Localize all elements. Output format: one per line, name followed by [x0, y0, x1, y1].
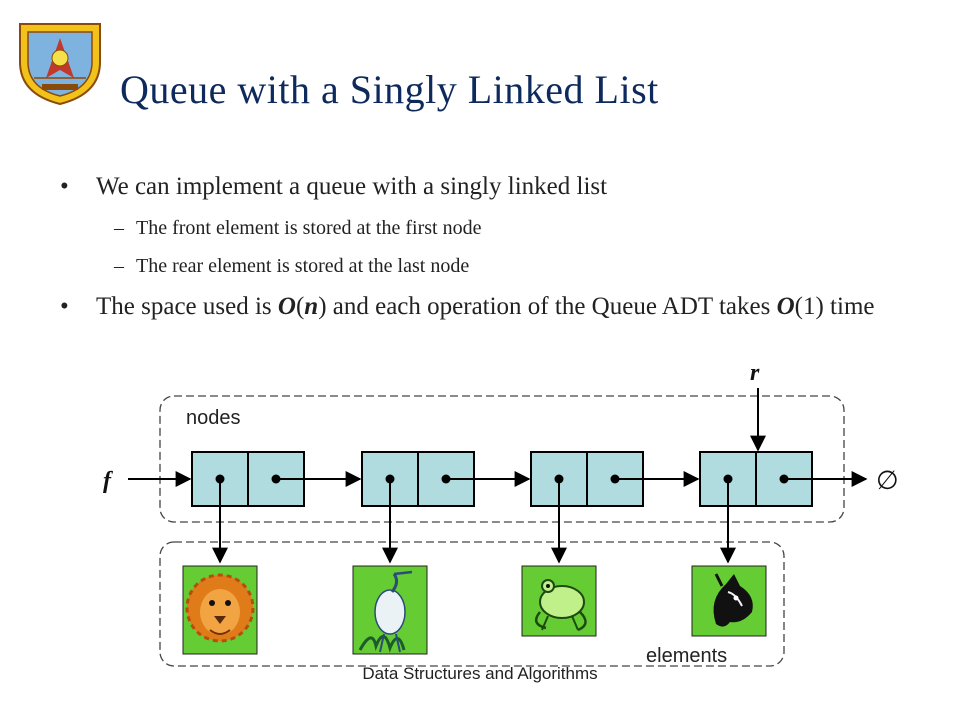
elements-container [159, 541, 785, 667]
sub-bullet-text: The rear element is stored at the last n… [136, 255, 470, 277]
footer-text: Data Structures and Algorithms [362, 664, 598, 683]
big-o-symbol: O [277, 293, 296, 320]
slide-title: Queue with a Singly Linked List [120, 67, 659, 112]
institute-logo-icon [19, 23, 101, 106]
frog-icon [521, 565, 597, 637]
bullet-item: We can implement a queue with a singly l… [60, 172, 910, 202]
bullet-list: We can implement a queue with a singly l… [60, 172, 910, 336]
lion-icon [182, 565, 258, 655]
nodes-container [159, 395, 845, 523]
bullet-text-part: The space used is [96, 293, 278, 320]
paren: ( [295, 293, 305, 320]
bullet-item: The space used is O(n) and each operatio… [60, 292, 910, 322]
n-symbol: n [304, 293, 319, 320]
sub-bullet-item: – The front element is stored at the fir… [60, 216, 910, 240]
bullet-text-part: and each operation of the Queue ADT take… [326, 293, 777, 320]
front-pointer-label: f [103, 468, 113, 494]
paren: ) [318, 293, 327, 320]
heron-icon [352, 565, 428, 655]
rear-pointer-label: r [750, 360, 760, 386]
null-symbol: ∅ [876, 466, 899, 496]
bullet-text: We can implement a queue with a singly l… [96, 173, 608, 200]
dash-marker: – [114, 217, 124, 239]
sub-bullet-text: The front element is stored at the first… [136, 217, 482, 239]
horse-icon [691, 565, 767, 637]
elements-label: elements [646, 645, 727, 667]
bullet-text-part: (1) time [794, 293, 875, 320]
dash-marker: – [114, 255, 124, 277]
big-o-symbol: O [776, 293, 795, 320]
nodes-label: nodes [186, 407, 241, 429]
sub-bullet-item: – The rear element is stored at the last… [60, 254, 910, 278]
